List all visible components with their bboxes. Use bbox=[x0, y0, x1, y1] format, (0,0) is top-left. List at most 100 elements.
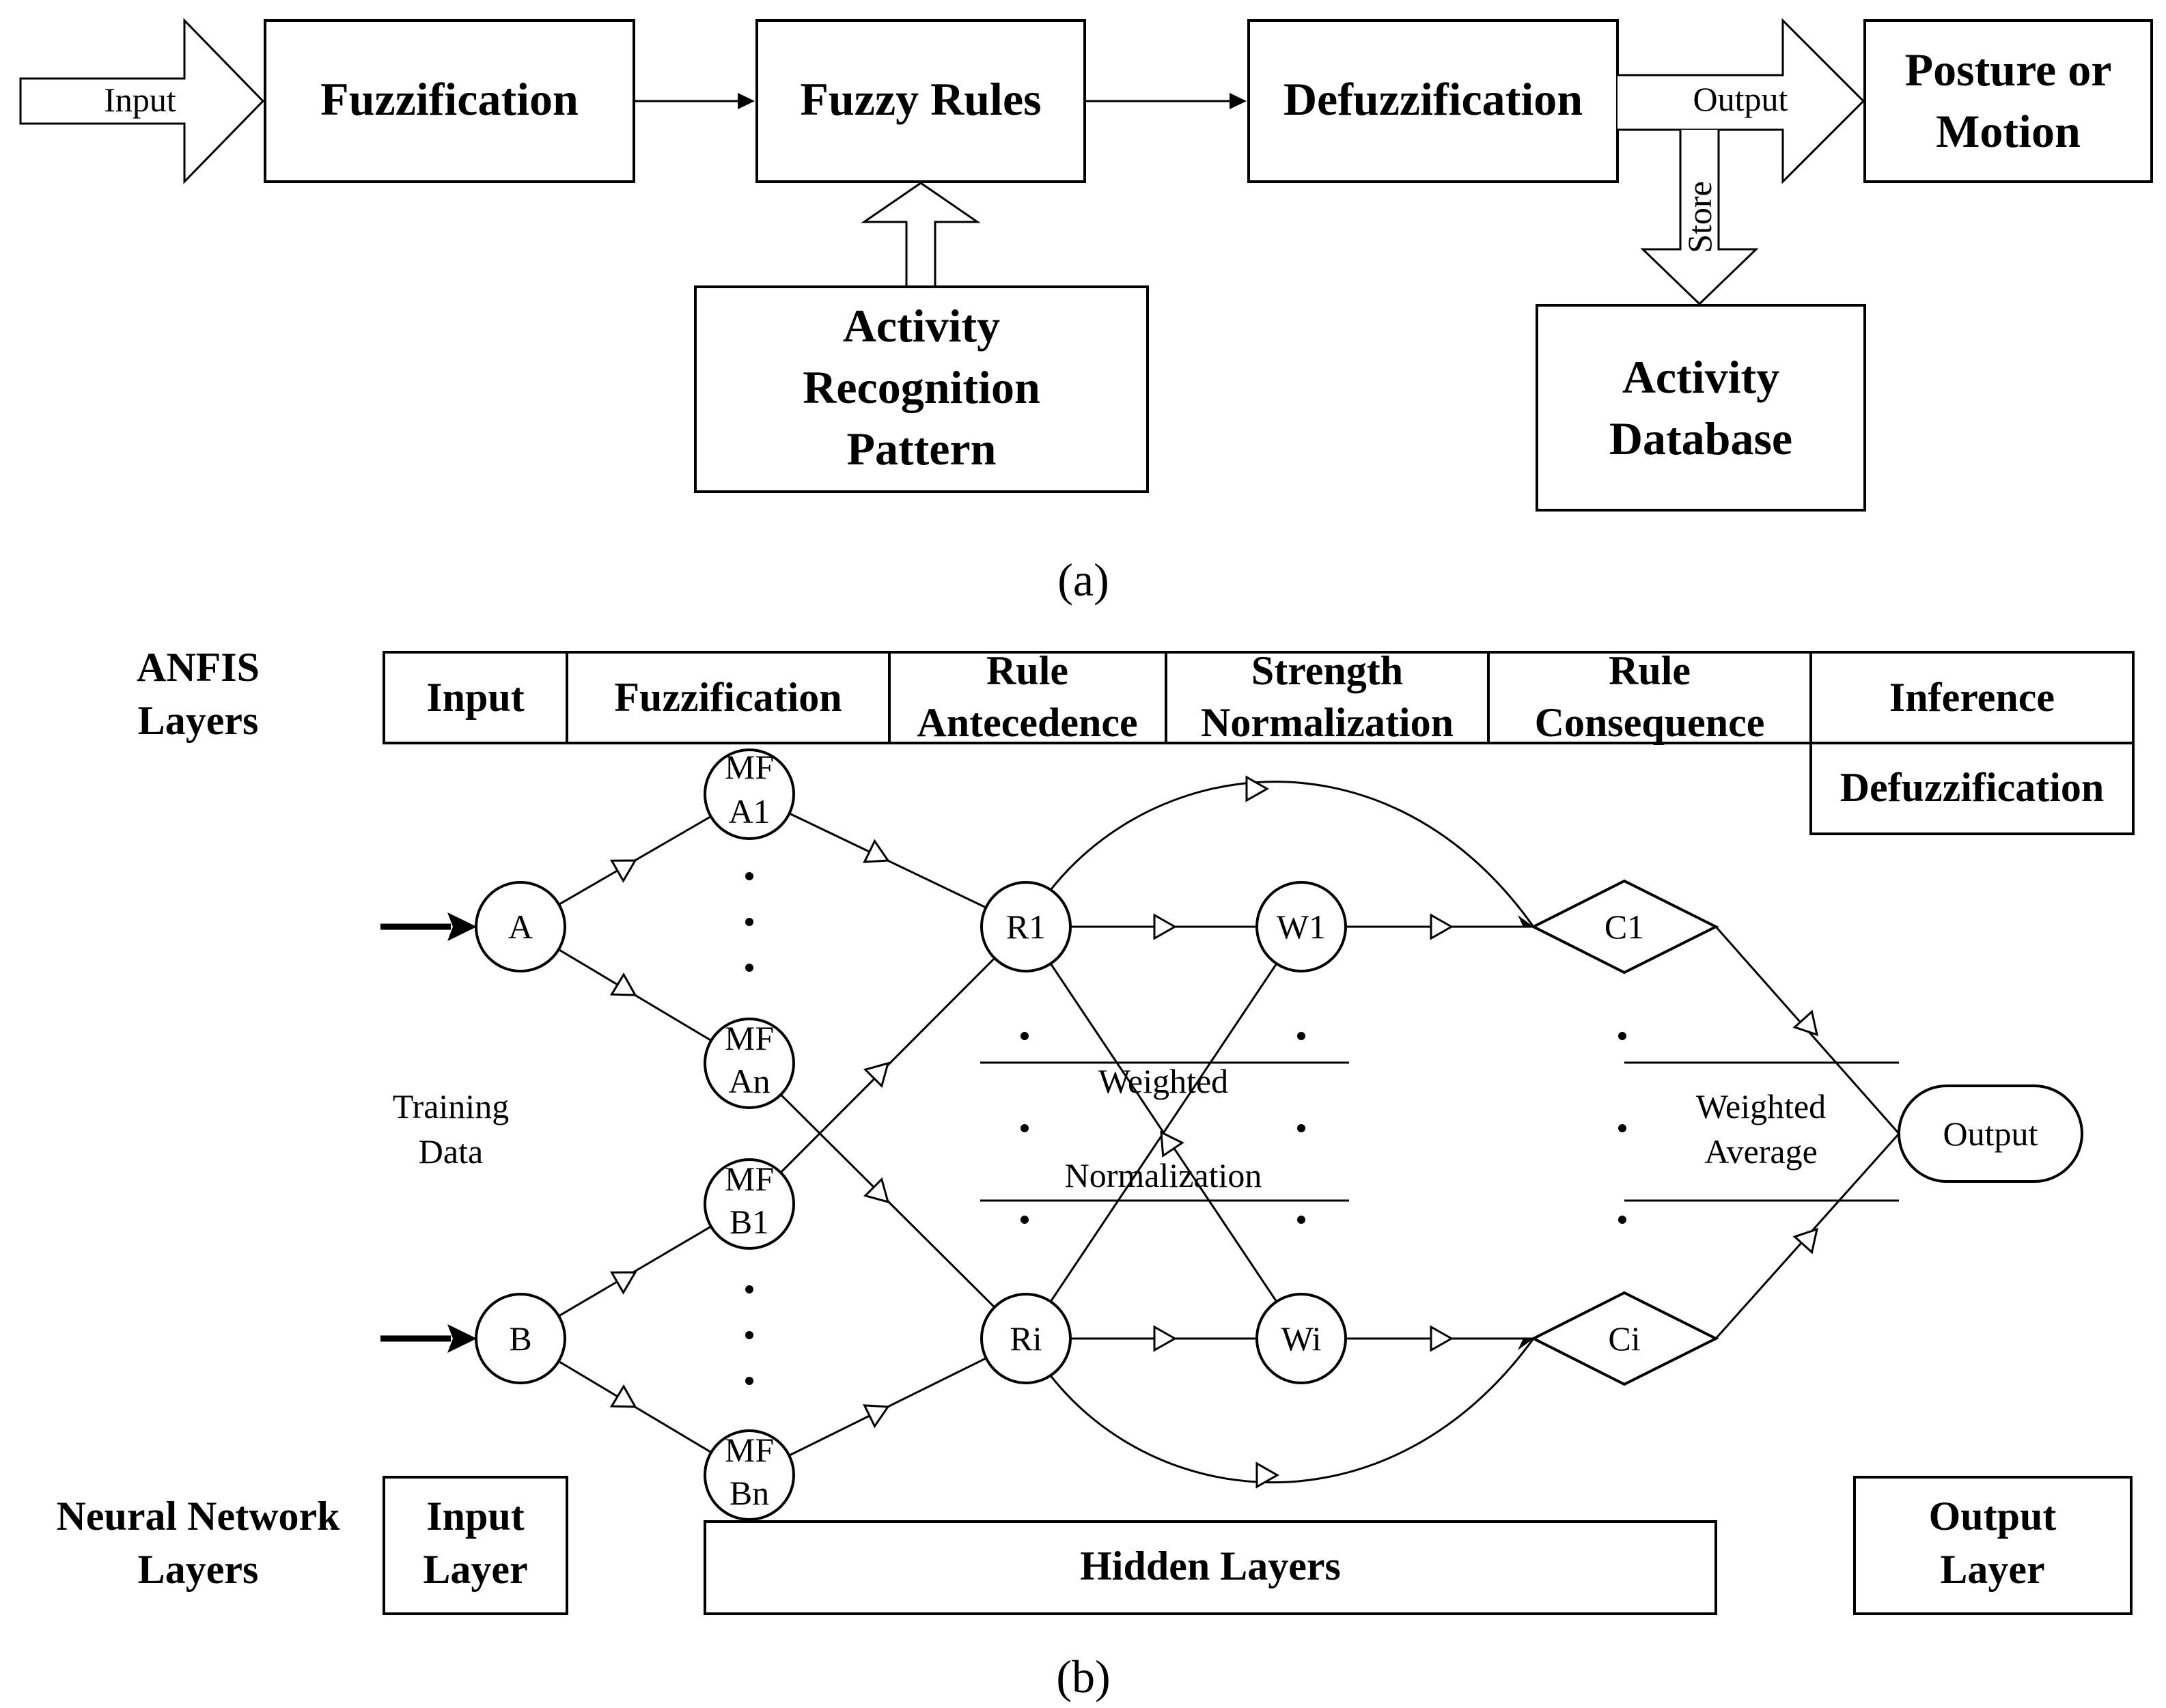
node-c1 bbox=[1530, 879, 1719, 975]
output-layer-line2: Layer bbox=[1940, 1547, 2044, 1592]
layer-header-strength-normalization-line2: Normalization bbox=[1201, 700, 1454, 745]
dot bbox=[1020, 1216, 1029, 1224]
layer-header-inference-label: Inference bbox=[1889, 675, 2055, 720]
nn-layers-line2: Layers bbox=[138, 1547, 259, 1592]
node-output-label: Output bbox=[1943, 1115, 2038, 1153]
edge-markers bbox=[609, 775, 1819, 1489]
node-a-label: A bbox=[508, 908, 533, 946]
fuzzy-rules-box bbox=[755, 19, 1086, 183]
node-ri-label: Ri bbox=[1010, 1319, 1042, 1358]
edge-marker bbox=[1792, 1227, 1819, 1255]
node-mf-a1 bbox=[704, 748, 795, 840]
edge-marker bbox=[1153, 1325, 1178, 1352]
posture-or-motion-box bbox=[1863, 19, 2153, 183]
dot bbox=[1297, 1032, 1305, 1040]
output-layer-line1: Output bbox=[1929, 1494, 2057, 1539]
anfis-layers-line1: ANFIS bbox=[137, 645, 260, 690]
input-layer-box bbox=[383, 1476, 568, 1615]
edge-marker bbox=[1430, 913, 1454, 940]
training-data-line1: Training bbox=[393, 1087, 509, 1125]
input-arrow-head bbox=[447, 1324, 477, 1353]
network-edges bbox=[380, 781, 1900, 1483]
pattern-line3: Pattern bbox=[846, 423, 996, 475]
anfis-layers-line2: Layers bbox=[138, 698, 259, 743]
node-mf-b1-line1: MF bbox=[725, 1160, 774, 1198]
node-mf-bn-line2: Bn bbox=[730, 1474, 769, 1512]
node-mf-a1-line2: A1 bbox=[728, 792, 770, 830]
edge-marker bbox=[863, 1404, 890, 1429]
posture-or-motion-line1: Posture or bbox=[1905, 44, 2112, 96]
edge-marker bbox=[1430, 1325, 1454, 1352]
weighted-normalization-line1: Weighted bbox=[1098, 1062, 1228, 1100]
edge-marker bbox=[863, 839, 890, 863]
edge-marker bbox=[609, 859, 637, 883]
dot bbox=[1618, 1032, 1626, 1040]
node-b bbox=[475, 1293, 566, 1384]
layer-header-fuzzification-label: Fuzzification bbox=[614, 675, 842, 720]
node-mf-an bbox=[704, 1018, 795, 1109]
node-wi-label: Wi bbox=[1281, 1319, 1321, 1358]
fuzzification-box bbox=[264, 19, 635, 183]
node-mf-an-line2: An bbox=[728, 1062, 770, 1100]
node-ri bbox=[980, 1293, 1072, 1384]
arrow-head bbox=[1230, 93, 1247, 109]
training-data-line2: Data bbox=[419, 1132, 483, 1171]
edge-marker bbox=[1160, 1130, 1184, 1158]
node-mf-an-line1: MF bbox=[725, 1019, 774, 1057]
pattern-line1: Activity bbox=[843, 300, 1000, 352]
node-r1 bbox=[980, 881, 1072, 972]
node-mf-b1 bbox=[704, 1158, 795, 1250]
pattern-line2: Recognition bbox=[803, 361, 1040, 413]
hidden-layers-label: Hidden Layers bbox=[1080, 1543, 1341, 1588]
panel-b: ANFIS Layers Input Fuzzification Rule An… bbox=[57, 645, 2135, 1703]
dot bbox=[745, 1331, 753, 1339]
dot bbox=[1618, 1124, 1626, 1132]
dot bbox=[1297, 1124, 1305, 1132]
weighted-average-line1: Weighted bbox=[1696, 1087, 1826, 1125]
node-c1-label: C1 bbox=[1605, 908, 1644, 946]
panel-a: Input Fuzzification Fuzzy Rules Defuzzif… bbox=[19, 18, 2153, 606]
layer-header-input-label: Input bbox=[426, 675, 524, 720]
activity-database-line2: Database bbox=[1609, 412, 1792, 464]
dot bbox=[745, 918, 753, 926]
dot bbox=[1297, 1216, 1305, 1224]
node-mf-bn bbox=[704, 1429, 795, 1521]
output-layer-box bbox=[1853, 1476, 2133, 1615]
activity-database-line1: Activity bbox=[1622, 351, 1779, 403]
defuzzification-box bbox=[1247, 19, 1619, 183]
hidden-layers-box bbox=[704, 1520, 1717, 1615]
caption-a: (a) bbox=[1057, 554, 1109, 606]
layer-header-rule-consequence-line2: Consequence bbox=[1535, 700, 1765, 745]
layer-header-rule-consequence-line1: Rule bbox=[1609, 648, 1691, 693]
input-arrow bbox=[19, 18, 265, 184]
layer-header-fuzzification bbox=[566, 651, 891, 744]
caption-b: (b) bbox=[1056, 1651, 1110, 1703]
input-layer-line1: Input bbox=[426, 1494, 524, 1539]
node-output bbox=[1898, 1084, 2083, 1183]
layer-header-defuzzification bbox=[1809, 742, 2135, 835]
layer-header-defuzzification-label: Defuzzification bbox=[1840, 765, 2105, 810]
layer-header-input bbox=[383, 651, 568, 744]
node-wi bbox=[1255, 1293, 1347, 1384]
edge-marker bbox=[1255, 1461, 1280, 1489]
dot bbox=[745, 872, 753, 880]
node-b-label: B bbox=[509, 1319, 531, 1358]
activity-recognition-pattern-box bbox=[694, 285, 1149, 493]
node-ci-label: Ci bbox=[1608, 1319, 1640, 1358]
nn-layers-line1: Neural Network bbox=[57, 1494, 341, 1539]
dot bbox=[1020, 1124, 1029, 1132]
layer-header-inference bbox=[1809, 651, 2135, 744]
fuzzification-label: Fuzzification bbox=[320, 73, 579, 125]
node-ci bbox=[1530, 1291, 1719, 1386]
input-arrow-head bbox=[447, 912, 477, 941]
ellipsis-dots bbox=[745, 872, 1626, 1385]
node-mf-a1-line1: MF bbox=[725, 748, 774, 786]
layer-header-strength-normalization bbox=[1165, 651, 1490, 744]
edge-marker bbox=[609, 972, 637, 996]
arrow-head bbox=[738, 93, 755, 109]
weighted-average-line2: Average bbox=[1704, 1132, 1818, 1171]
edge-marker bbox=[609, 1384, 637, 1408]
edge-marker bbox=[863, 1061, 890, 1089]
input-arrow-label: Input bbox=[104, 81, 176, 119]
